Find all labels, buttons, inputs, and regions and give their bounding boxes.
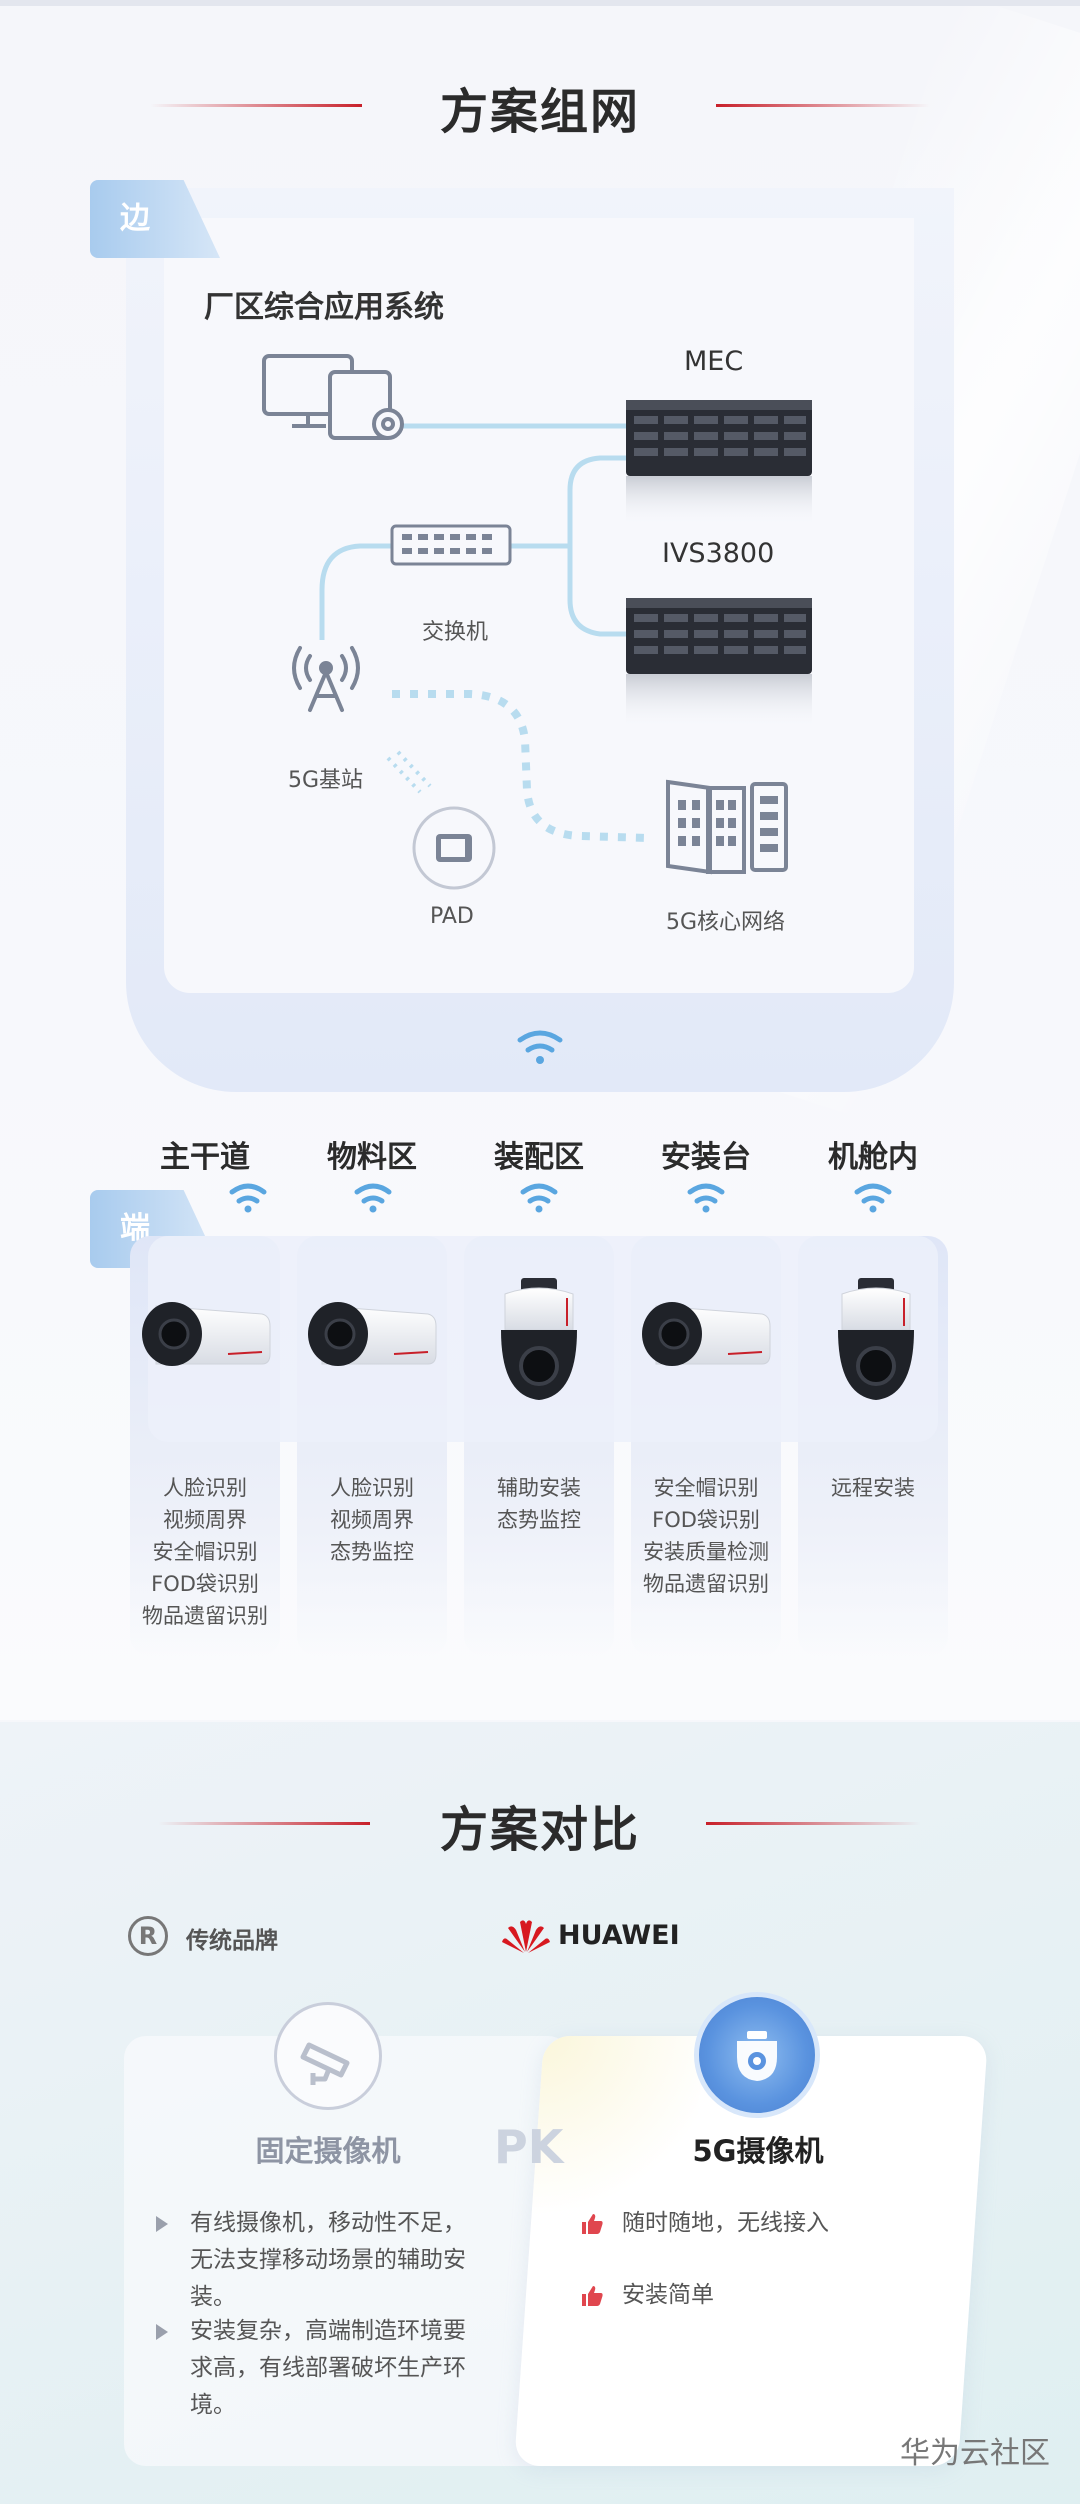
title-line-left (150, 104, 362, 107)
core-network-icon (666, 779, 788, 875)
traditional-brand-logo: R (128, 1916, 168, 1956)
pk-label: PK (494, 2120, 564, 2174)
watermark: 华为云社区 (900, 2436, 1050, 2471)
ivs-server-icon (626, 598, 812, 728)
location-title: 物料区 (327, 1140, 417, 1175)
system-title: 厂区综合应用系统 (204, 290, 444, 325)
wifi-icon (354, 1183, 392, 1213)
camera-features: 人脸识别视频周界态势监控 (330, 1476, 414, 1564)
dome-camera-icon (838, 1278, 914, 1400)
camera-icons (142, 1183, 914, 1400)
camera-features: 远程安装 (831, 1476, 915, 1500)
location-title: 主干道 (160, 1140, 250, 1175)
dome-camera-icon (501, 1278, 577, 1400)
comparison-title: 方案对比 (439, 1802, 640, 1858)
base-station-icon (292, 646, 360, 712)
5g-camera-point: 安装简单 (622, 2282, 714, 2308)
bullet-camera-icon (642, 1302, 771, 1366)
wifi-icon (229, 1183, 267, 1213)
bullet-arrow-icon (156, 2324, 168, 2340)
5g-camera-icon (694, 1992, 820, 2118)
bullet-camera-icon (142, 1302, 271, 1366)
switch-icon (390, 524, 512, 566)
bullet-camera-icon (308, 1302, 437, 1366)
base-station-label: 5G基站 (288, 768, 364, 793)
location-title: 安装台 (661, 1140, 751, 1175)
fixed-camera-point: 有线摄像机，移动性不足，无法支撑移动场景的辅助安装。 (190, 2210, 466, 2310)
wifi-icon (520, 1183, 558, 1213)
core-network-label: 5G核心网络 (666, 910, 786, 935)
fixed-camera-point: 安装复杂，高端制造环境要求高，有线部署破坏生产环境。 (190, 2318, 466, 2418)
thumbs-up-icon (582, 2286, 603, 2306)
location-title: 装配区 (494, 1140, 584, 1175)
location-title: 机舱内 (828, 1140, 918, 1175)
fixed-camera-title: 固定摄像机 (255, 2134, 401, 2168)
mec-label: MEC (684, 346, 744, 377)
wifi-icon (517, 1030, 563, 1064)
5g-camera-point: 随时随地，无线接入 (622, 2210, 829, 2236)
ivs-label: IVS3800 (662, 538, 775, 569)
title-line-left (158, 1822, 370, 1825)
fixed-camera-icon (274, 2002, 382, 2110)
wifi-icon (687, 1183, 725, 1213)
mec-server-icon (626, 400, 812, 526)
camera-features: 辅助安装态势监控 (497, 1476, 581, 1532)
edge-tag: 边 (90, 180, 220, 258)
pad-icon (412, 806, 496, 890)
thumbs-up-icon (582, 2214, 603, 2234)
network-title: 方案组网 (439, 84, 640, 140)
pad-label: PAD (430, 904, 474, 929)
huawei-brand: HUAWEI (558, 1920, 680, 1951)
computer-icon (262, 354, 404, 440)
fixed-camera-card (124, 2036, 570, 2466)
title-line-right (706, 1822, 920, 1825)
wifi-icon (854, 1183, 892, 1213)
top-divider (0, 0, 1080, 6)
5g-camera-title: 5G摄像机 (692, 2134, 824, 2168)
traditional-brand: 传统品牌 (186, 1928, 278, 1954)
huawei-logo-icon (502, 1920, 550, 1953)
network-diagram (262, 354, 812, 1064)
title-line-right (716, 104, 930, 107)
bullet-arrow-icon (156, 2216, 168, 2232)
switch-label: 交换机 (422, 620, 489, 645)
